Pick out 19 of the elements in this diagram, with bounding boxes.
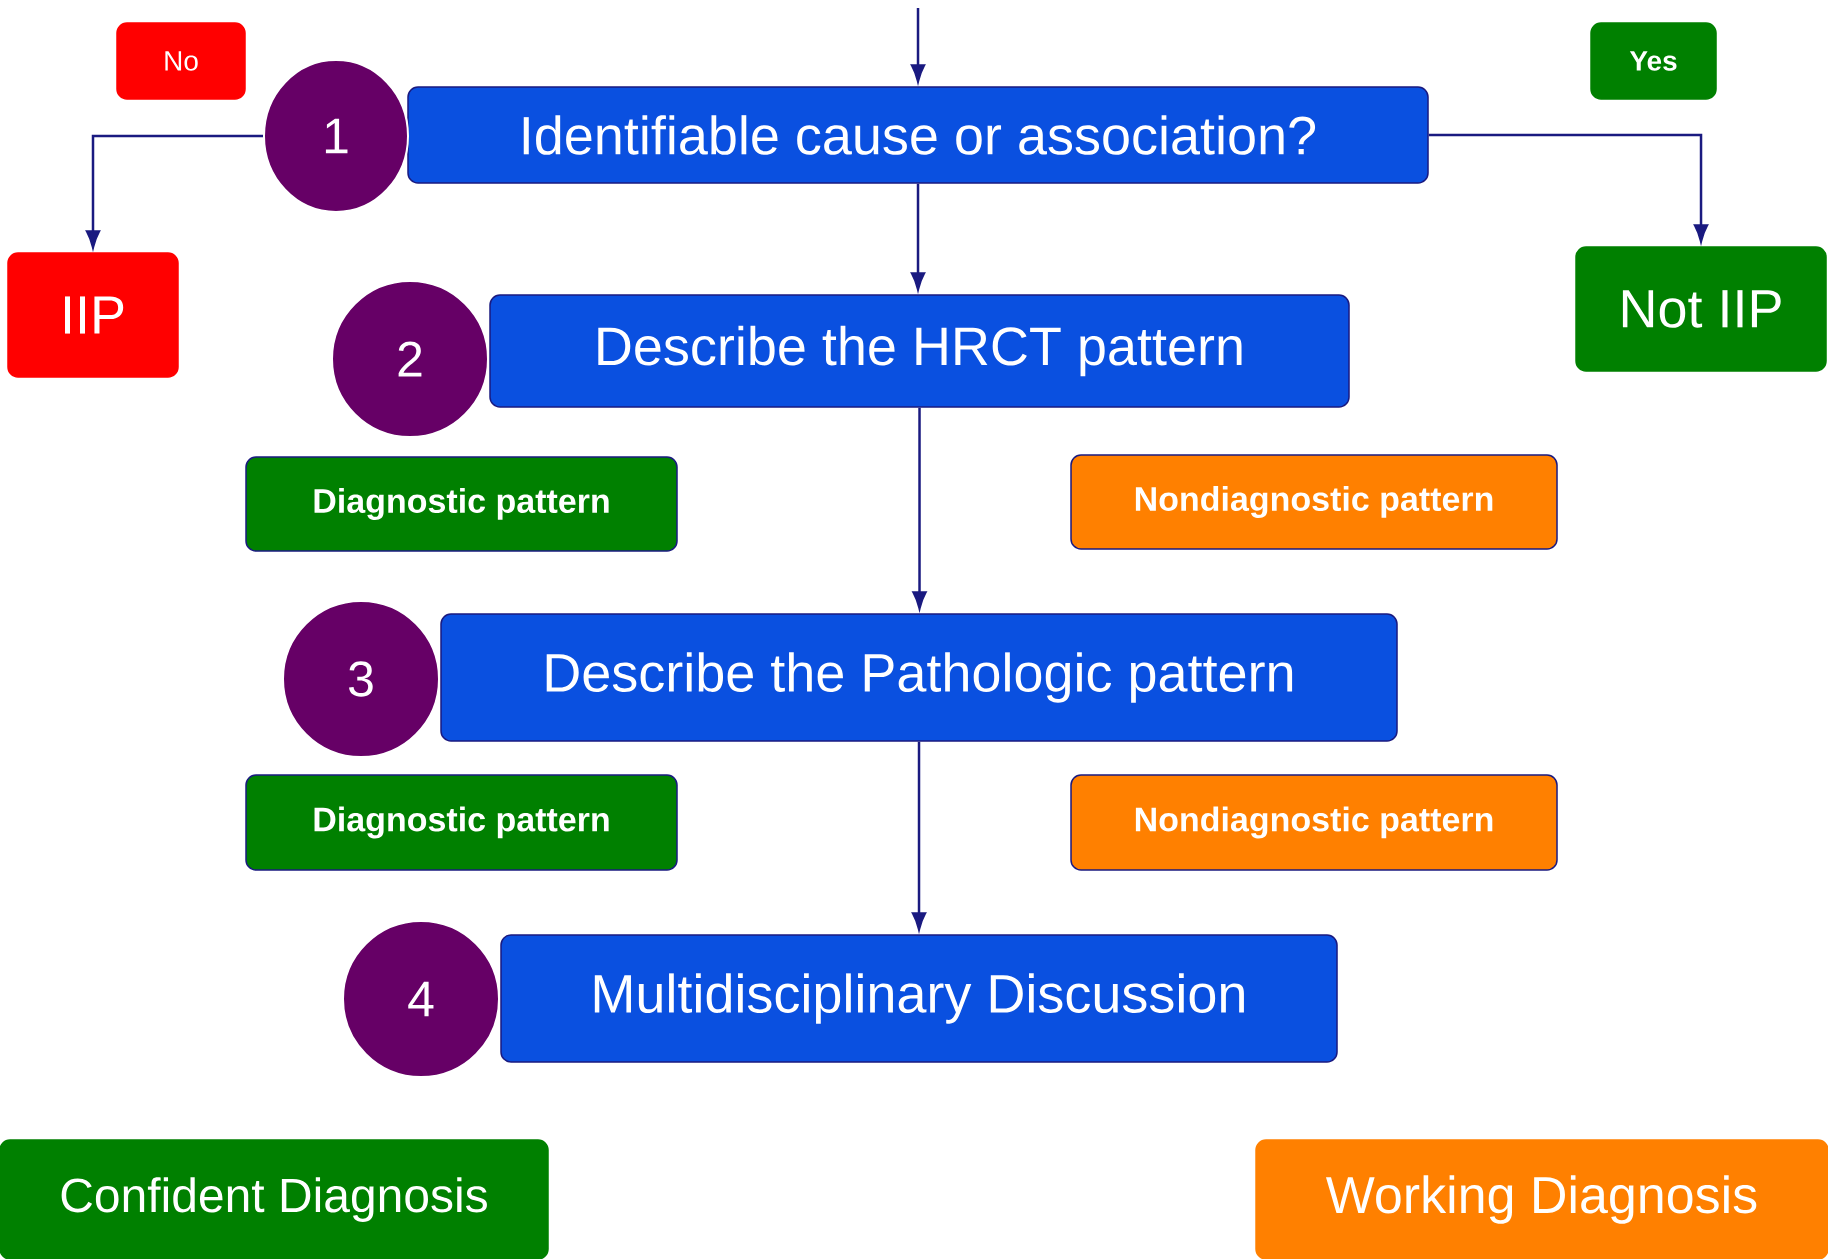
answer-box: No xyxy=(116,22,246,100)
pattern-box: Diagnostic pattern xyxy=(245,456,678,552)
step-box: Multidisciplinary Discussion xyxy=(500,934,1338,1063)
step-box: Identifiable cause or association? xyxy=(407,86,1429,184)
arrow xyxy=(1428,133,1709,243)
outcome-box: IIP xyxy=(7,252,179,378)
arrow xyxy=(85,134,263,249)
pattern-box: Diagnostic pattern xyxy=(245,774,678,871)
pattern-box: Nondiagnostic pattern xyxy=(1070,454,1558,550)
step-box: Describe the HRCT pattern xyxy=(489,294,1350,408)
arrow xyxy=(910,183,926,291)
arrow xyxy=(911,741,927,931)
arrow xyxy=(910,8,926,83)
pattern-box: Nondiagnostic pattern xyxy=(1070,774,1558,871)
answer-box: Yes xyxy=(1590,22,1717,100)
step-box: Describe the Pathologic pattern xyxy=(440,613,1398,742)
outcome-box: Not IIP xyxy=(1575,246,1827,372)
result-box: Confident Diagnosis xyxy=(0,1139,549,1259)
result-box: Working Diagnosis xyxy=(1255,1139,1828,1259)
